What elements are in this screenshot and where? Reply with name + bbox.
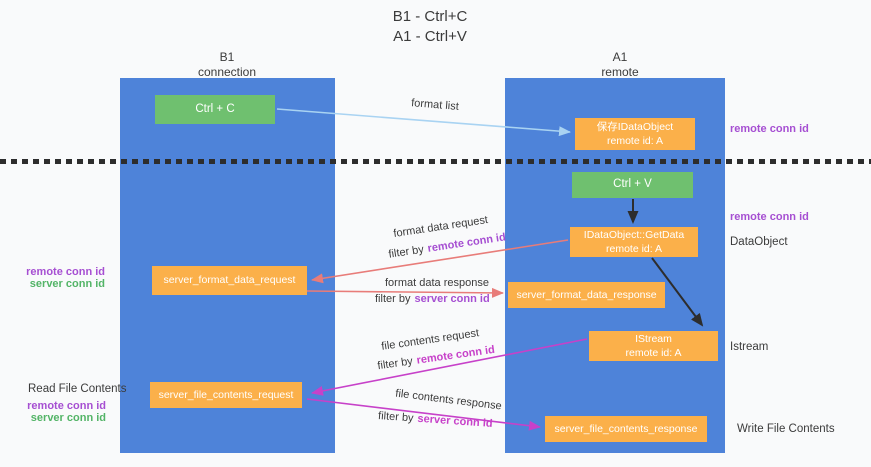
- filter-by-prefix: filter by: [377, 410, 414, 425]
- arrow-format-list: [276, 108, 571, 137]
- node-ctrl-c: Ctrl + C: [155, 95, 275, 124]
- dashed-separator-line: [0, 159, 871, 164]
- filter-by-prefix: filter by: [375, 293, 411, 305]
- node-save-idataobject-line2: remote id: A: [606, 135, 664, 147]
- node-server-format-data-request: server_format_data_request: [152, 266, 307, 295]
- lane-a1-subtitle: remote: [601, 65, 639, 79]
- node-idataobject-getdata: IDataObject::GetData remote id: A: [570, 227, 698, 257]
- label-dataobject: DataObject: [730, 236, 788, 248]
- node-getdata-line1: IDataObject::GetData: [583, 228, 685, 241]
- node-file-response-label: server_file_contents_response: [554, 422, 698, 435]
- label-server-conn-id-left-bottom: server conn id: [30, 412, 106, 424]
- arrow-format-data-response: [306, 287, 504, 298]
- node-istream-line2: remote id: A: [625, 347, 682, 359]
- label-read-file-contents: Read File Contents: [28, 383, 127, 395]
- server-conn-id-text: server conn id: [414, 293, 490, 305]
- node-ctrl-c-label: Ctrl + C: [195, 102, 235, 115]
- node-format-request-label: server_format_data_request: [163, 274, 296, 287]
- diagram-title: B1 - Ctrl+C A1 - Ctrl+V: [0, 7, 860, 48]
- lane-header-b1: B1 connection: [152, 50, 302, 80]
- lane-b1-title: B1: [219, 50, 235, 64]
- node-file-request-label: server_file_contents_request: [158, 388, 294, 401]
- title-line-1: B1 - Ctrl+C: [392, 8, 468, 25]
- arrow-getdata-to-istream: [651, 257, 704, 327]
- node-save-idataobject-line1: 保存IDataObject: [596, 120, 674, 133]
- node-istream: IStream remote id: A: [589, 331, 718, 361]
- label-server-conn-id-left-top: server conn id: [29, 278, 105, 290]
- label-conn-ids-left-bottom: remote conn id server conn id: [14, 400, 106, 424]
- title-line-2: A1 - Ctrl+V: [393, 28, 467, 46]
- label-remote-conn-id-left-top: remote conn id: [26, 266, 105, 278]
- lane-b1-subtitle: connection: [197, 65, 257, 79]
- arrow-file-contents-request: [311, 338, 588, 396]
- node-getdata-line2: remote id: A: [605, 243, 663, 255]
- edge-label-format-data-response: format data response: [385, 277, 489, 289]
- lane-header-a1: A1 remote: [545, 50, 695, 80]
- node-ctrl-v-label: Ctrl + V: [613, 178, 652, 191]
- label-remote-conn-id-right-top: remote conn id: [730, 123, 809, 135]
- node-format-response-label: server_format_data_response: [516, 288, 657, 301]
- node-server-file-contents-response: server_file_contents_response: [545, 416, 707, 442]
- node-server-format-data-response: server_format_data_response: [508, 282, 665, 308]
- node-server-file-contents-request: server_file_contents_request: [150, 382, 302, 408]
- label-istream: Istream: [730, 341, 769, 353]
- arrow-format-data-request: [311, 239, 569, 284]
- label-conn-ids-left-top: remote conn id server conn id: [10, 266, 105, 290]
- label-remote-conn-id-left-bottom: remote conn id: [27, 400, 106, 412]
- node-istream-line1: IStream: [635, 332, 672, 345]
- arrow-file-contents-response: [306, 398, 541, 431]
- node-save-idataobject: 保存IDataObject remote id: A: [575, 118, 695, 150]
- node-ctrl-v: Ctrl + V: [572, 172, 693, 198]
- label-remote-conn-id-right-mid: remote conn id: [730, 211, 809, 223]
- lane-a1-title: A1: [612, 50, 628, 64]
- label-write-file-contents: Write File Contents: [737, 423, 835, 435]
